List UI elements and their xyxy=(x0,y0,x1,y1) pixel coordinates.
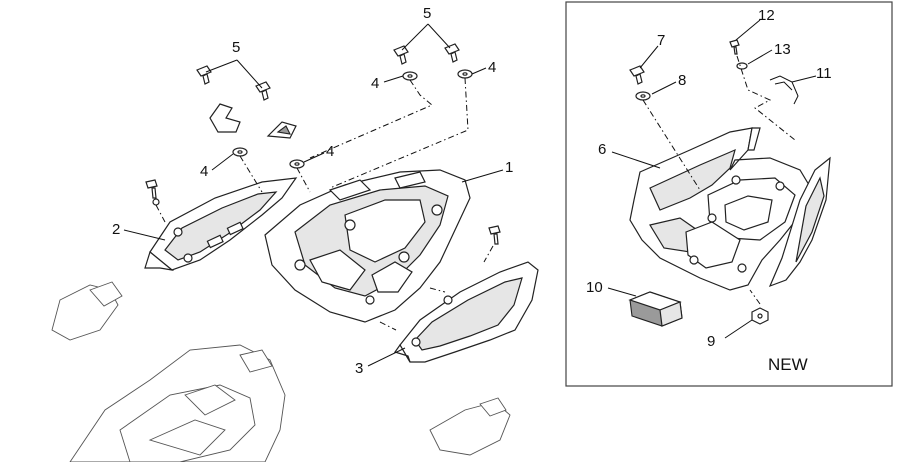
small-screws xyxy=(145,179,501,245)
hex-nut xyxy=(751,307,769,325)
rear-frame-background xyxy=(51,281,511,462)
callout-5-right: 5 xyxy=(423,5,431,22)
inset-leader-lines xyxy=(607,19,817,339)
inset-label: NEW xyxy=(768,355,808,374)
rubber-block xyxy=(628,291,683,327)
callout-5-left: 5 xyxy=(232,39,240,56)
callout-10: 10 xyxy=(586,279,603,296)
wire-clip xyxy=(769,75,799,105)
washers xyxy=(232,69,473,169)
assembly-lines xyxy=(155,77,494,331)
callout-12: 12 xyxy=(758,7,775,24)
callout-4-upper-left: 4 xyxy=(371,75,379,92)
inset-assembly-lines xyxy=(642,55,796,305)
callout-4-lower-right: 4 xyxy=(326,143,334,160)
bolt-group-right xyxy=(393,43,460,65)
callout-9: 9 xyxy=(707,333,715,350)
callout-6: 6 xyxy=(598,141,606,158)
callout-4-upper-right: 4 xyxy=(488,59,496,76)
inset-bolt xyxy=(629,65,645,85)
left-side-panel xyxy=(144,177,298,271)
bolt-group-left xyxy=(196,65,271,101)
right-side-panel xyxy=(394,261,539,363)
new-part-inset: 6 7 8 9 10 11 12 13 NEW xyxy=(565,1,893,387)
tail-tray xyxy=(264,169,471,323)
callout-4-lower-left: 4 xyxy=(200,163,208,180)
callout-2: 2 xyxy=(112,221,120,238)
small-brackets xyxy=(209,103,297,139)
callout-7: 7 xyxy=(657,32,665,49)
inset-frame xyxy=(565,1,893,387)
callout-8: 8 xyxy=(678,72,686,89)
callout-1: 1 xyxy=(505,159,513,176)
leader-lines-main xyxy=(123,23,504,367)
callouts-main: 1 2 3 4 4 4 4 5 5 xyxy=(112,5,513,377)
inset-washer xyxy=(635,91,651,101)
callout-13: 13 xyxy=(774,41,791,58)
callout-11: 11 xyxy=(816,65,832,82)
inset-screw xyxy=(729,39,740,55)
inset-small-washer xyxy=(736,62,748,70)
callout-3: 3 xyxy=(355,360,363,377)
new-tail-assembly xyxy=(629,127,831,291)
